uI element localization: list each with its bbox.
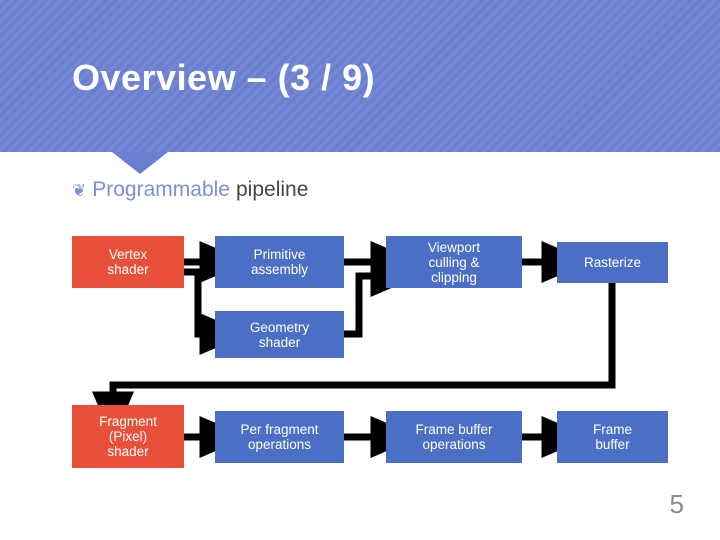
bullet-row: ❦ Programmable pipeline (72, 178, 308, 202)
node-rasterize: Rasterize (557, 242, 668, 283)
node-label: Rasterize (583, 255, 642, 270)
header-notch-shape (112, 152, 168, 174)
edge-geometry-to-viewport (344, 255, 420, 338)
slide-number: 5 (669, 489, 684, 519)
node-label: Fragment(Pixel)shader (99, 414, 157, 459)
bullet-text-rest: pipeline (235, 178, 309, 201)
bullet-text-emphasis: Programmable (92, 178, 230, 201)
node-fragment-pixel-shader: Fragment(Pixel)shader (72, 405, 184, 468)
edge-rasterize-to-fragment (92, 283, 616, 441)
page-title: Overview – (3 / 9) (72, 57, 376, 98)
header-banner (0, 0, 720, 152)
edge-vertex-to-geometry (184, 268, 249, 355)
double-chevron-bullet-icon: ❦ (72, 181, 87, 200)
